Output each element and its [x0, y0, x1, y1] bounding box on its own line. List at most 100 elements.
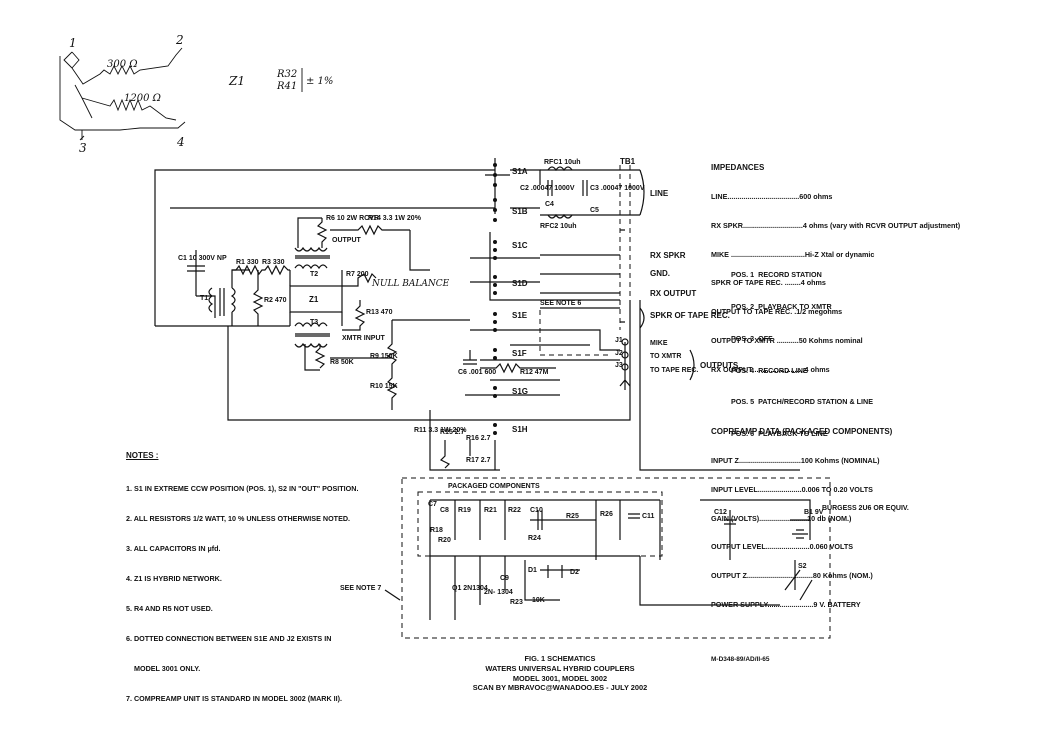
label-outputs: OUTPUTS: [700, 361, 739, 370]
label-packaged-components: PACKAGED COMPONENTS: [448, 483, 540, 490]
impedance-line: LINE....................................…: [711, 191, 833, 201]
label-output: OUTPUT: [332, 237, 362, 244]
label-c5: C5: [590, 207, 599, 214]
label-q2: 2N- 1304: [484, 589, 513, 596]
document-reference: M-D348-89/AD/II-65: [711, 656, 770, 663]
note-line: 3. ALL CAPACITORS IN µfd.: [126, 544, 221, 553]
position-line: POS. 4 RECORD LINE: [731, 365, 808, 375]
label-c6: C6 .001 600: [458, 369, 496, 376]
label-r21: R21: [484, 507, 497, 514]
caption-line: WATERS UNIVERSAL HYBRID COUPLERS: [485, 663, 635, 673]
label-r2: R2 470: [264, 297, 287, 304]
figure-caption: FIG. 1 SCHEMATICS WATERS UNIVERSAL HYBRI…: [440, 654, 680, 693]
s1h: [493, 423, 497, 435]
position-line: POS. 2 PLAYBACK TO XMTR: [731, 301, 832, 311]
sketch-300-ohm: 300 Ω: [107, 59, 138, 70]
note-line: 2. ALL RESISTORS 1/2 WATT, 10 % UNLESS O…: [126, 514, 351, 523]
caption-line: FIG. 1 SCHEMATICS: [524, 654, 596, 663]
label-burgess: BURGESS 2U6 OR EQUIV.: [822, 505, 909, 512]
note-line: 6. DOTTED CONNECTION BETWEEN S1E AND J2 …: [126, 634, 332, 643]
position-line: POS. 3 OFF: [731, 333, 773, 343]
impedance-line: SPKR OF TAPE REC. ........4 ohms: [711, 278, 826, 288]
label-s1a: S1A: [512, 167, 528, 176]
label-s2: S2: [798, 563, 807, 570]
notes-title: NOTES :: [126, 451, 159, 460]
label-r19: R19: [458, 507, 471, 514]
label-c8: C8: [440, 507, 449, 514]
s1b: [493, 198, 497, 222]
impedance-line: OUTPUT TO TAPE REC. .1/2 megohms: [711, 307, 843, 317]
label-r7: R7 200: [346, 271, 369, 278]
sketch-tolerance: ± 1%: [306, 76, 333, 87]
label-s1c: S1C: [512, 241, 528, 250]
impedances-block: IMPEDANCES LINE.........................…: [711, 144, 960, 384]
label-r12: R12 47M: [520, 369, 549, 376]
label-s1f: S1F: [512, 349, 527, 358]
sketch-1200-ohm: 1200 Ω: [124, 93, 161, 104]
label-rx-spkr: RX SPKR: [650, 251, 686, 260]
label-10k: 10K: [532, 597, 545, 604]
label-s1d: S1D: [512, 279, 528, 288]
label-j1: J1: [615, 337, 623, 344]
positions-block: POS. 1 RECORD STATION POS. 2 PLAYBACK TO…: [731, 249, 873, 450]
label-to-tape: TO TAPE REC.: [650, 367, 698, 374]
s1e: [493, 312, 497, 332]
compreamp-title: COPREAMP DATA (PACKAGED COMPONENTS): [711, 427, 893, 437]
label-rx-output: RX OUTPUT: [650, 289, 696, 298]
label-see-note-7: SEE NOTE 7: [340, 585, 381, 592]
position-line: POS. 6 PLAYBACK TO LINE: [731, 429, 828, 439]
label-r6: R6 10 2W RCVR: [326, 215, 379, 222]
label-r8: R8 50K: [330, 359, 354, 366]
label-s1g: S1G: [512, 387, 528, 396]
label-c3: C3 .00047 1000V: [590, 185, 645, 192]
position-line: POS. 5 PATCH/RECORD STATION & LINE: [731, 397, 874, 407]
label-r26: R26: [600, 511, 613, 518]
label-rfc1: RFC1 10uh: [544, 159, 581, 166]
compreamp-line: INPUT LEVEL......................0.006 T…: [711, 484, 873, 494]
label-gnd: GND.: [650, 269, 670, 278]
compreamp-line: OUTPUT Z................................…: [711, 571, 873, 581]
s1d: [493, 275, 497, 295]
label-r23: R23: [510, 599, 523, 606]
sketch-terminal-1: 1: [69, 36, 77, 50]
sketch-terminal-4: 4: [176, 135, 185, 149]
label-j2: J2: [615, 350, 623, 357]
switch-sections: S1A S1B S1C S1D S1E S1F S1G S1H: [485, 163, 528, 435]
label-t3: T3: [310, 319, 318, 326]
compreamp-data-block: COPREAMP DATA (PACKAGED COMPONENTS) INPU…: [711, 408, 892, 619]
hybrid-sketch: 1 2 3 4 300 Ω 1200 Ω Z1 R32 R41 ± 1%: [59, 33, 333, 155]
s1g: [493, 386, 497, 398]
compreamp-line: POWER SUPPLY.......................9 V. …: [711, 599, 861, 609]
s1c: [493, 240, 497, 260]
s1a: [485, 163, 510, 187]
s1f: [493, 348, 497, 360]
label-xmtr-input: XMTR INPUT: [342, 335, 386, 342]
label-r16: R16 2.7: [466, 435, 491, 442]
impedance-line: RX OUTPUT .........................4 ohm…: [711, 364, 830, 374]
label-t1: T1: [200, 295, 208, 302]
sketch-terminal-3: 3: [79, 141, 87, 155]
label-null-balance: NULL BALANCE: [371, 279, 450, 289]
sketch-r41: R41: [276, 81, 297, 92]
label-c12: C12: [714, 509, 727, 516]
impedance-line: MIKE ...................................…: [711, 249, 875, 259]
label-r18: R18: [430, 527, 443, 534]
caption-line: MODEL 3001, MODEL 3002: [512, 673, 608, 683]
impedance-line: OUTPUT TO XMTR ...........50 Kohms nomin…: [711, 335, 863, 345]
compreamp-line: OUTPUT LEVEL......................0.060 …: [711, 542, 854, 552]
label-line: LINE: [650, 189, 669, 198]
label-d1: D1: [528, 567, 537, 574]
label-c1: C1 10 300V NP: [178, 255, 227, 262]
label-rfc2: RFC2 10uh: [540, 223, 577, 230]
impedances-title: IMPEDANCES: [711, 163, 765, 173]
label-s1e: S1E: [512, 311, 528, 320]
label-tb1: TB1: [620, 157, 636, 166]
sketch-z-label: Z1: [228, 74, 245, 88]
label-r24: R24: [528, 535, 541, 542]
compreamp-line: INPUT Z...............................10…: [711, 455, 880, 465]
caption-line: SCAN BY MBRAVOC@WANADOO.ES - JULY 2002: [472, 683, 648, 693]
label-r22: R22: [508, 507, 521, 514]
label-c9: C9: [500, 575, 509, 582]
label-r20: R20: [438, 537, 451, 544]
impedance-line: RX SPKR..............................4 o…: [711, 220, 961, 230]
